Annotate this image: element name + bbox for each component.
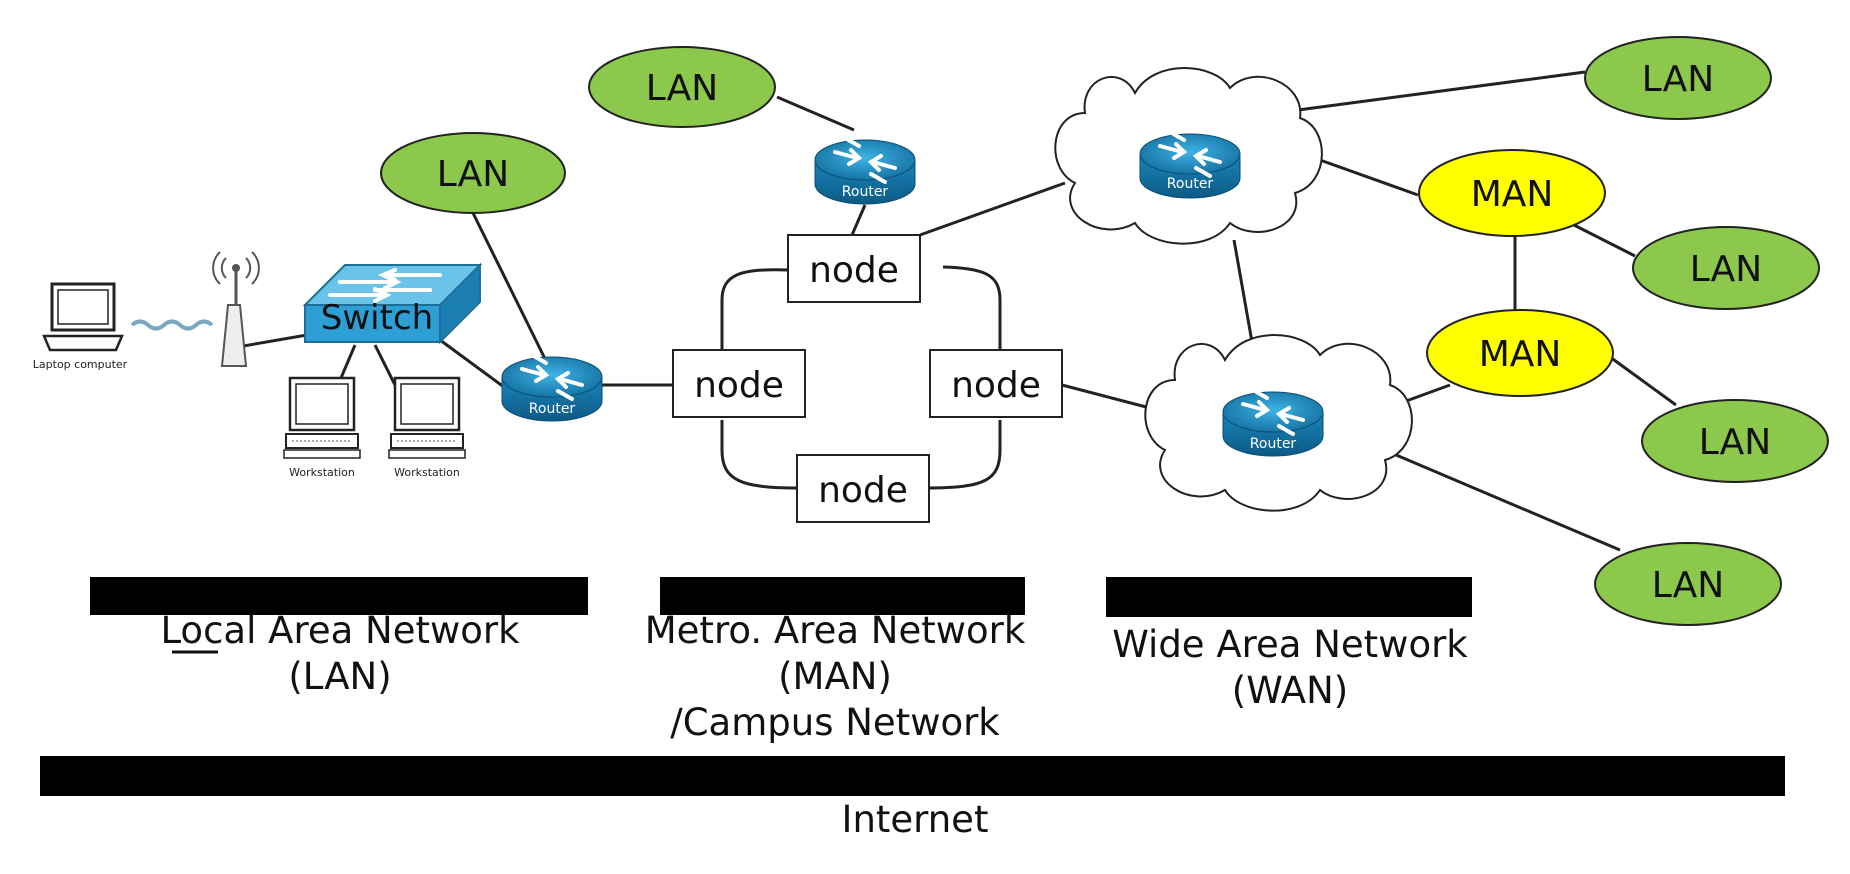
link-lan-router-top [776, 95, 855, 132]
link-man-lan-2 [1609, 355, 1677, 407]
link-switch-router [439, 338, 509, 392]
node-label: node [951, 365, 1041, 406]
router-icon: Router [500, 353, 604, 423]
link-cloud-cloud [1232, 239, 1254, 343]
node-box: node [796, 454, 930, 523]
link-switch-workstation-2 [373, 344, 397, 386]
access-point-icon [212, 251, 260, 367]
router-icon: Router [813, 136, 917, 206]
node-label: node [818, 470, 908, 511]
node-label: node [694, 365, 784, 406]
router-icon: Router [1221, 388, 1325, 458]
connection-lines [225, 70, 1677, 552]
node-label: node [809, 250, 899, 291]
link-cloud-lan [1282, 70, 1586, 114]
ring-segment [927, 420, 1002, 490]
laptop-icon: Laptop computer [33, 282, 128, 371]
workstation-label: Workstation [394, 466, 460, 479]
workstation-icon: Workstation [387, 376, 467, 479]
node-box: node [929, 349, 1063, 418]
router-label: Router [529, 401, 576, 417]
man-caption-line1: Metro. Area Network [644, 609, 1026, 652]
lan-ellipse: LAN [1584, 36, 1772, 120]
man-caption-line2: (MAN) [778, 655, 892, 698]
node-box: node [672, 349, 806, 418]
wan-caption-line1: Wide Area Network [1112, 623, 1468, 666]
lan-ellipse: LAN [380, 132, 566, 214]
lan-caption-line2: (LAN) [288, 655, 392, 698]
lan-label: LAN [1699, 422, 1771, 463]
switch-icon: Switch [302, 262, 483, 345]
node-box: node [787, 234, 921, 303]
lan-ellipse: LAN [1632, 226, 1820, 310]
man-caption: Metro. Area Network (MAN) /Campus Networ… [630, 608, 1040, 746]
lan-ellipse: LAN [1641, 399, 1829, 483]
lan-label: LAN [1690, 249, 1762, 290]
lan-caption-line1: Local Area Network [160, 609, 520, 652]
lan-label: LAN [1642, 59, 1714, 100]
man-ellipse: MAN [1426, 309, 1614, 397]
switch-label: Switch [321, 298, 433, 338]
man-bar [660, 577, 1025, 615]
lan-ellipse: LAN [1594, 542, 1782, 626]
man-caption-line3: /Campus Network [670, 701, 1000, 744]
link-node-wan [919, 181, 1066, 237]
router-label: Router [1250, 436, 1297, 452]
internet-bar [40, 756, 1785, 796]
man-label: MAN [1479, 334, 1562, 375]
link-router-node-top [850, 204, 867, 236]
workstation-label: Workstation [289, 466, 355, 479]
wan-caption: Wide Area Network (WAN) [1090, 622, 1490, 714]
ring-segment [720, 420, 798, 490]
lan-label: LAN [437, 154, 509, 195]
router-icon: Router [1138, 130, 1242, 200]
man-ellipse: MAN [1418, 149, 1606, 237]
link-cloud-lan-2 [1395, 453, 1621, 552]
lan-caption: Local Area Network (LAN) [140, 608, 540, 700]
man-label: MAN [1471, 174, 1554, 215]
link-lan-router [471, 212, 555, 376]
link-node-wan-2 [1061, 383, 1151, 410]
router-label: Router [1167, 176, 1214, 192]
ring-segment [942, 265, 1002, 350]
internet-caption: Internet [715, 797, 1115, 843]
wan-caption-line2: (WAN) [1231, 669, 1349, 712]
router-label: Router [842, 184, 889, 200]
internet-caption-text: Internet [841, 798, 989, 841]
wan-bar [1106, 577, 1472, 617]
lan-label: LAN [1652, 565, 1724, 606]
ring-segment [720, 268, 789, 350]
lan-ellipse: LAN [588, 46, 776, 128]
lan-bar [90, 577, 588, 615]
workstation-icon: Workstation [282, 376, 362, 479]
laptop-label: Laptop computer [33, 358, 128, 371]
link-cloud-man [1319, 158, 1419, 197]
lan-label: LAN [646, 68, 718, 109]
link-man-lan [1569, 221, 1636, 258]
wireless-signal-icon [130, 319, 214, 331]
